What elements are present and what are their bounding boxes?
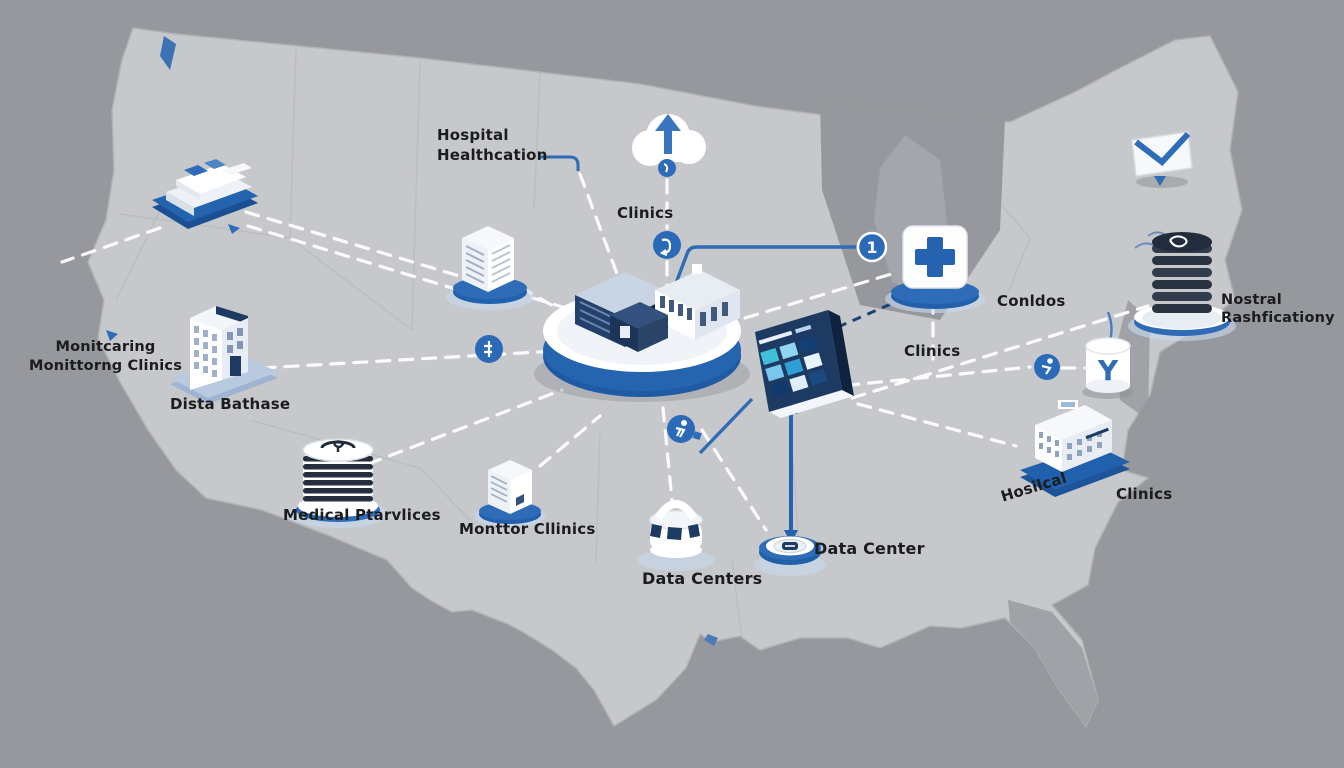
monitoring-platform-icon (152, 159, 258, 234)
data-basket-icon (649, 500, 703, 558)
label-data-bathase: Dista Bathase (170, 395, 291, 413)
label-line: Monitcaring (55, 339, 156, 355)
dashed-connections (60, 172, 1150, 532)
label-monitor-clinics: Monttor Cllinics (459, 520, 596, 538)
plane-marker-icon (228, 224, 240, 234)
hospital-building-icon (1020, 400, 1130, 497)
server-panel-icon (755, 310, 854, 418)
hospital-tower-icon (170, 306, 278, 404)
label-monitoring: Monitcaring Monittorng Clinics (18, 338, 193, 376)
label-line: Rashficationy (1221, 310, 1335, 327)
florida-shade (1008, 600, 1098, 726)
server-small-icon (479, 460, 541, 524)
label-line: Hospital (437, 126, 509, 144)
label-clinics-se: Clinics (1116, 485, 1173, 503)
storage-cylinder-icon: Y (1082, 337, 1134, 399)
medical-database-icon (296, 438, 380, 522)
connection-nodes: 1 (106, 231, 1060, 443)
label-pointer-line (540, 155, 580, 171)
data-disc-icon (759, 536, 821, 565)
cloud-upload-icon (632, 114, 706, 177)
label-clinics-top: Clinics (617, 204, 674, 222)
server-tower-icon (453, 226, 527, 304)
mail-envelope-icon (1131, 131, 1193, 188)
label-medical-services: Medical Ptarvlices (283, 506, 441, 524)
small-square-marker (692, 431, 702, 441)
node-number-one (856, 231, 888, 263)
node-sync-icon (653, 231, 681, 259)
node-one-label: 1 (866, 238, 877, 257)
label-data-center: Data Center (814, 539, 925, 558)
label-line: Monittorng Clinics (28, 357, 183, 374)
central-hub-icon (534, 264, 750, 402)
label-line: Nostral (1221, 292, 1282, 308)
label-nostral: Nostral Rashficationy (1221, 291, 1335, 327)
medical-cross-icon (891, 225, 979, 309)
solid-connections (540, 155, 901, 544)
hub-to-panel-line (698, 397, 754, 455)
plane-marker2-icon (106, 330, 118, 341)
label-data-centers: Data Centers (642, 569, 763, 588)
label-hospital-healthcation: Hospital Healthcation (437, 126, 548, 165)
hub-to-node1-line (657, 245, 856, 329)
label-line: Healthcation (437, 145, 548, 164)
cylinder-letter: Y (1097, 354, 1119, 387)
label-condos: Conldos (997, 292, 1066, 310)
coin-stack-icon (1134, 232, 1230, 336)
label-clinics-mid: Clinics (904, 342, 961, 360)
